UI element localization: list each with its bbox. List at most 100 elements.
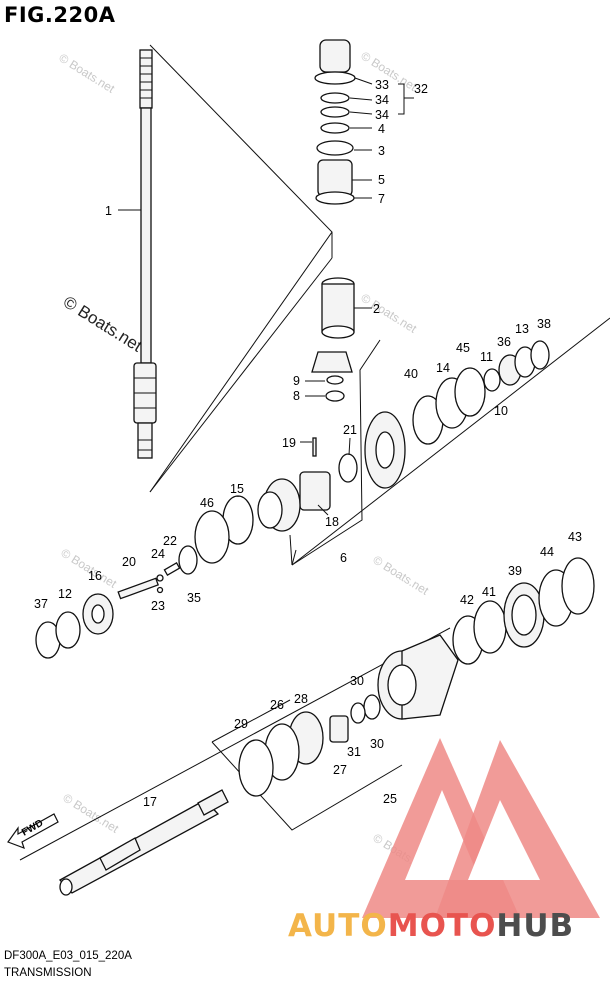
callout-37: 37 xyxy=(34,597,48,611)
callout-32: 32 xyxy=(414,82,428,96)
brand-logo-mark xyxy=(362,738,600,918)
callout-35: 35 xyxy=(187,591,201,605)
diagram-name: TRANSMISSION xyxy=(4,967,92,979)
callout-11: 11 xyxy=(480,350,493,364)
shift-parts xyxy=(117,545,198,600)
callout-leaders xyxy=(118,77,414,516)
ring-38 xyxy=(530,340,550,370)
callout-6: 6 xyxy=(340,551,347,565)
watermark-text: © Boats.net xyxy=(56,51,117,97)
callout-labels: 1 2 3 4 5 6 7 8 9 10 11 12 13 14 15 16 1… xyxy=(34,78,582,809)
callout-34a: 34 xyxy=(375,93,389,107)
shaft-tip xyxy=(197,789,229,816)
shaft-body xyxy=(140,107,152,364)
callout-8: 8 xyxy=(293,389,300,403)
callout-34b: 34 xyxy=(375,108,389,122)
propeller-shaft xyxy=(58,789,229,896)
callout-20: 20 xyxy=(122,555,136,569)
plunger-20 xyxy=(117,577,159,600)
callout-36: 36 xyxy=(497,335,511,349)
frame-line xyxy=(291,549,297,566)
pinion-gear xyxy=(311,351,353,402)
ring-35 xyxy=(178,545,198,575)
pinion xyxy=(311,351,353,373)
callout-30a: 30 xyxy=(350,674,364,688)
ring-41 xyxy=(473,600,507,654)
shim-34 xyxy=(320,92,350,104)
callout-22: 22 xyxy=(163,534,177,548)
callout-28: 28 xyxy=(294,692,308,706)
needle-bearing-27 xyxy=(329,715,349,743)
callout-43: 43 xyxy=(568,530,582,544)
ring-45 xyxy=(454,367,486,417)
frame-line xyxy=(19,627,451,861)
ring-29 xyxy=(238,739,274,797)
figure-title: FIG.220A xyxy=(4,3,116,27)
callout-25: 25 xyxy=(383,792,397,806)
callout-9: 9 xyxy=(293,374,300,388)
callout-41: 41 xyxy=(482,585,496,599)
drive-shaft xyxy=(133,49,157,459)
watermark-text: © Boats.net xyxy=(60,791,121,837)
callout-31: 31 xyxy=(347,745,361,759)
diagram-code: DF300A_E03_015_220A xyxy=(4,950,132,962)
shim-34b xyxy=(320,106,350,118)
callout-29: 29 xyxy=(234,717,248,731)
bearing-5 xyxy=(317,159,353,197)
forward-arrow-icon: FWD xyxy=(7,813,59,850)
carrier-housing xyxy=(401,634,459,720)
sleeve-2 xyxy=(321,277,355,339)
callout-16: 16 xyxy=(88,569,102,583)
shim-7 xyxy=(315,191,355,205)
frame-line xyxy=(211,699,291,743)
watermark-text: © Boats.net xyxy=(358,49,419,95)
ball-24 xyxy=(156,574,164,582)
bearing-21 xyxy=(338,453,358,483)
callout-27: 27 xyxy=(333,763,347,777)
bearing-32 xyxy=(319,39,351,73)
callout-1: 1 xyxy=(105,204,112,218)
callout-38: 38 xyxy=(537,317,551,331)
frame-line xyxy=(149,257,333,493)
ring-11 xyxy=(483,368,501,392)
callout-3: 3 xyxy=(378,144,385,158)
frame-line xyxy=(149,44,333,493)
frame-line xyxy=(291,339,381,566)
shaft-spline xyxy=(99,837,141,871)
forward-gear xyxy=(194,411,406,564)
carrier-group xyxy=(238,634,459,797)
shaft-spline xyxy=(139,49,153,109)
callout-12: 12 xyxy=(58,587,72,601)
nut-8 xyxy=(325,390,345,402)
callout-44: 44 xyxy=(540,545,554,559)
callout-21: 21 xyxy=(343,423,357,437)
callout-14: 14 xyxy=(436,361,450,375)
callout-10: 10 xyxy=(494,404,508,418)
callout-15: 15 xyxy=(230,482,244,496)
clutch-18 xyxy=(299,471,331,511)
callout-33: 33 xyxy=(375,78,389,92)
callout-40: 40 xyxy=(404,367,418,381)
lower-ring-stack xyxy=(452,557,595,665)
watermark-text: © Boats.net xyxy=(358,291,419,337)
upper-bearing-stack xyxy=(314,39,356,205)
washer-4 xyxy=(320,122,350,134)
washer-9 xyxy=(326,375,344,385)
callout-17: 17 xyxy=(143,795,157,809)
brand-part-auto: AUTO xyxy=(288,908,388,944)
ball-23 xyxy=(156,586,164,594)
callout-4: 4 xyxy=(378,122,385,136)
boats-watermark-dark: © Boats.net xyxy=(60,292,146,355)
callout-23: 23 xyxy=(151,599,165,613)
callout-5: 5 xyxy=(378,173,385,187)
brand-part-hub: HUB xyxy=(496,908,575,944)
brand-part-moto: MOTO xyxy=(387,908,497,944)
callout-7: 7 xyxy=(378,192,385,206)
left-bearing-group xyxy=(35,593,114,659)
frame-line xyxy=(289,534,293,566)
ring-3 xyxy=(316,140,354,156)
callout-13: 13 xyxy=(515,322,529,336)
callout-2: 2 xyxy=(373,302,380,316)
frame-line xyxy=(291,317,610,566)
